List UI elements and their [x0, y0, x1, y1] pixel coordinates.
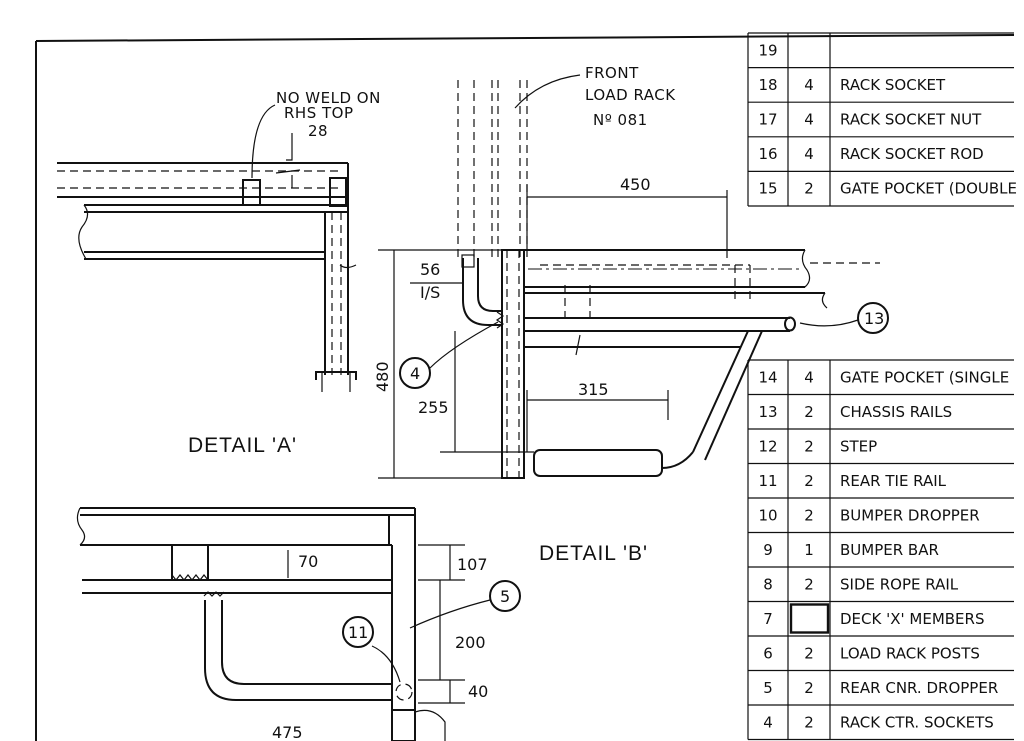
- bom-item-number: 17: [758, 111, 777, 129]
- bom-item-number: 15: [758, 180, 777, 198]
- bom-description: REAR TIE RAIL: [840, 472, 947, 490]
- bom-row: 17 4 RACK SOCKET NUT: [758, 111, 982, 129]
- bom-description: GATE POCKET (SINGLE: [840, 368, 1009, 386]
- detail-a-note-line2: RHS TOP: [284, 104, 354, 122]
- bom-description: STEP: [840, 437, 877, 455]
- bom-description: BUMPER DROPPER: [840, 506, 980, 524]
- bom-quantity: 4: [804, 145, 814, 163]
- bom-row: 19: [758, 41, 777, 59]
- bom-quantity: 2: [804, 713, 814, 731]
- detail-a-dim-28: 28: [308, 122, 328, 140]
- bom-quantity: 2: [804, 679, 814, 697]
- bom-item-number: 12: [758, 437, 777, 455]
- bom-row: 10 2 BUMPER DROPPER: [758, 506, 979, 524]
- bom-row: 5 2 REAR CNR. DROPPER: [763, 679, 998, 697]
- bom-quantity: 2: [804, 180, 814, 198]
- bom-quantity: 2: [804, 575, 814, 593]
- bom-item-number: 5: [763, 679, 773, 697]
- bom-description: RACK SOCKET NUT: [840, 111, 982, 129]
- bom-description: DECK 'X' MEMBERS: [840, 610, 984, 628]
- dim-480: 480: [373, 361, 392, 392]
- balloon-5-label: 5: [500, 587, 510, 606]
- bom-row: 4 2 RACK CTR. SOCKETS: [763, 713, 994, 731]
- bom-row: 14 4 GATE POCKET (SINGLE: [758, 368, 1009, 386]
- dim-475: 475: [272, 723, 303, 741]
- balloon-4-label: 4: [410, 364, 420, 383]
- bom-description: BUMPER BAR: [840, 541, 939, 559]
- bom-row: 15 2 GATE POCKET (DOUBLE: [758, 180, 1017, 198]
- detail-c-drawing: [77, 508, 520, 741]
- dim-255: 255: [418, 398, 449, 417]
- bom-description: REAR CNR. DROPPER: [840, 679, 998, 697]
- bom-description: RACK SOCKET: [840, 76, 946, 94]
- bom-quantity: 2: [804, 644, 814, 662]
- bom-row: 7 DECK 'X' MEMBERS: [763, 610, 984, 628]
- balloon-13-label: 13: [864, 309, 884, 328]
- bom-quantity: 2: [804, 472, 814, 490]
- dim-70: 70: [298, 552, 318, 571]
- detail-a-drawing: [57, 105, 356, 392]
- bom-item-number: 9: [763, 541, 773, 559]
- bom-description: CHASSIS RAILS: [840, 403, 952, 421]
- bom-item-number: 14: [758, 368, 777, 386]
- bom-quantity: 2: [804, 437, 814, 455]
- bom-item-number: 8: [763, 575, 773, 593]
- detail-b-title: DETAIL 'B': [539, 542, 648, 565]
- bom-item-number: 16: [758, 145, 777, 163]
- front-load-rack-label-2: LOAD RACK: [585, 86, 676, 104]
- detail-a-title: DETAIL 'A': [188, 434, 297, 457]
- balloon-11-label: 11: [348, 623, 368, 642]
- dim-315: 315: [578, 380, 609, 399]
- bom-quantity: 1: [804, 541, 814, 559]
- bom-row: 11 2 REAR TIE RAIL: [758, 472, 946, 490]
- front-load-rack-label-1: FRONT: [585, 64, 639, 82]
- bom-description: RACK SOCKET ROD: [840, 145, 984, 163]
- bom-description: SIDE ROPE RAIL: [840, 575, 959, 593]
- bom-quantity: 4: [804, 111, 814, 129]
- dim-40: 40: [468, 682, 488, 701]
- bom-table-top: 19184RACK SOCKET174RACK SOCKET NUT164RAC…: [748, 33, 1017, 206]
- bom-row: 6 2 LOAD RACK POSTS: [763, 644, 980, 662]
- bom-quantity: 2: [804, 403, 814, 421]
- bom-highlight-box: [791, 605, 828, 633]
- bom-quantity: 4: [804, 368, 814, 386]
- bom-item-number: 6: [763, 644, 773, 662]
- bom-description: LOAD RACK POSTS: [840, 644, 980, 662]
- bom-table-bottom: 144GATE POCKET (SINGLE132CHASSIS RAILS12…: [748, 360, 1014, 740]
- bom-item-number: 7: [763, 610, 773, 628]
- bom-quantity: 4: [804, 76, 814, 94]
- dim-is: I/S: [420, 283, 440, 302]
- bom-row: 12 2 STEP: [758, 437, 877, 455]
- dim-107: 107: [457, 555, 488, 574]
- front-load-rack-label-3: Nº 081: [593, 111, 648, 129]
- bom-item-number: 10: [758, 506, 777, 524]
- bom-item-number: 11: [758, 472, 777, 490]
- bom-quantity: 2: [804, 506, 814, 524]
- bom-row: 18 4 RACK SOCKET: [758, 76, 946, 94]
- bom-item-number: 13: [758, 403, 777, 421]
- dim-200: 200: [455, 633, 486, 652]
- bom-item-number: 4: [763, 713, 773, 731]
- bom-row: 9 1 BUMPER BAR: [763, 541, 939, 559]
- dim-56: 56: [420, 260, 440, 279]
- bom-description: RACK CTR. SOCKETS: [840, 713, 994, 731]
- bom-row: 8 2 SIDE ROPE RAIL: [763, 575, 959, 593]
- bom-item-number: 18: [758, 76, 777, 94]
- dim-450: 450: [620, 175, 651, 194]
- bom-item-number: 19: [758, 41, 777, 59]
- bom-row: 16 4 RACK SOCKET ROD: [758, 145, 983, 163]
- bom-description: GATE POCKET (DOUBLE: [840, 180, 1017, 198]
